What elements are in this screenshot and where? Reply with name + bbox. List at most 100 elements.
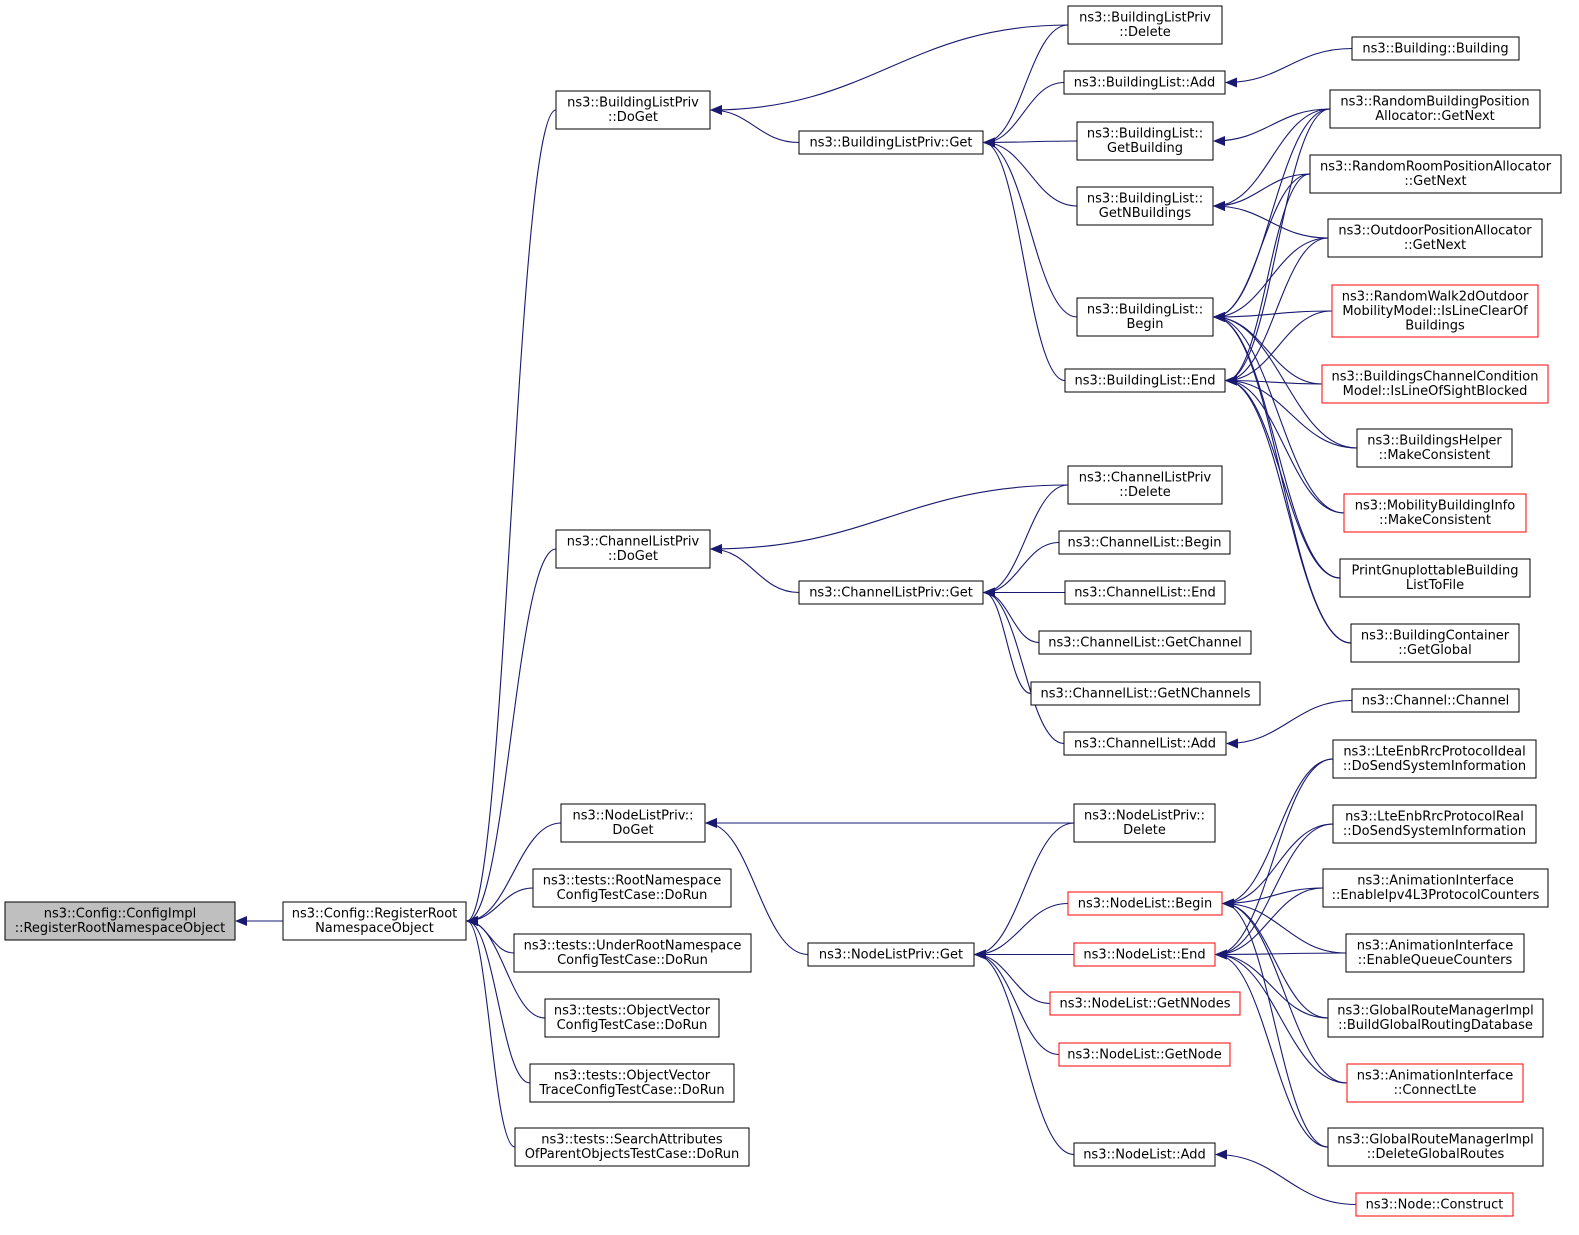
- node-label: ns3::ChannelList::Add: [1074, 736, 1216, 751]
- edge-layer: [235, 24, 1358, 1206]
- edge-rbpa-to-bl_getbuilding: [1213, 108, 1331, 146]
- node-reg[interactable]: ns3::Config::RegisterRootNamespaceObject: [282, 901, 467, 941]
- node-grm-delete[interactable]: ns3::GlobalRouteManagerImpl::DeleteGloba…: [1327, 1127, 1544, 1167]
- node-grm-build[interactable]: ns3::GlobalRouteManagerImpl::BuildGlobal…: [1327, 998, 1544, 1038]
- node-label: ::GetNext: [1404, 174, 1466, 189]
- node-label: MobilityModel::IsLineClearOf: [1342, 304, 1528, 319]
- edge-ai_ipv4-to-nl_begin: [1222, 887, 1324, 909]
- node-rbpa[interactable]: ns3::RandomBuildingPositionAllocator::Ge…: [1329, 89, 1541, 129]
- node-bl-getn[interactable]: ns3::BuildingList::GetNBuildings: [1076, 186, 1214, 226]
- edge-bh_mc-to-bl_end: [1225, 375, 1358, 449]
- node-label: ns3::NodeList::End: [1083, 947, 1205, 962]
- node-blp-delete[interactable]: ns3::BuildingListPriv::Delete: [1067, 5, 1223, 45]
- node-label: ns3::BuildingList::Add: [1074, 75, 1215, 90]
- edge-lte_real-to-nl_begin: [1222, 823, 1334, 909]
- node-box: [1322, 868, 1549, 908]
- node-bccm[interactable]: ns3::BuildingsChannelConditionModel::IsL…: [1321, 364, 1549, 404]
- node-bl-getbuilding[interactable]: ns3::BuildingList::GetBuilding: [1076, 121, 1214, 161]
- node-label: ns3::NodeList::GetNNodes: [1059, 996, 1230, 1011]
- edge-blp_doget-to-reg: [466, 109, 557, 926]
- node-label: ns3::Building::Building: [1362, 41, 1508, 56]
- edge-blp_delete-to-blp_doget: [710, 24, 1069, 115]
- node-lte-ideal[interactable]: ns3::LteEnbRrcProtocolIdeal::DoSendSyste…: [1332, 739, 1537, 779]
- node-box: [560, 803, 706, 843]
- node-label: ns3::NodeList::GetNode: [1067, 1047, 1222, 1062]
- node-blp-get[interactable]: ns3::BuildingListPriv::Get: [798, 130, 984, 155]
- node-nlp-get[interactable]: ns3::NodeListPriv::Get: [807, 942, 975, 967]
- node-label: Delete: [1123, 823, 1166, 838]
- node-opa[interactable]: ns3::OutdoorPositionAllocator::GetNext: [1327, 218, 1543, 258]
- node-ai-queue[interactable]: ns3::AnimationInterface::EnableQueueCoun…: [1345, 933, 1525, 973]
- node-label: ns3::BuildingList::: [1087, 192, 1203, 207]
- node-bl-add[interactable]: ns3::BuildingList::Add: [1063, 70, 1226, 95]
- node-box: [1064, 368, 1226, 393]
- node-lte-real[interactable]: ns3::LteEnbRrcProtocolReal::DoSendSystem…: [1332, 804, 1537, 844]
- node-cl-getchannel[interactable]: ns3::ChannelList::GetChannel: [1038, 630, 1252, 655]
- node-label: Model::IsLineOfSightBlocked: [1343, 384, 1528, 399]
- node-channel-ctor[interactable]: ns3::Channel::Channel: [1351, 688, 1520, 713]
- node-box: [1356, 428, 1513, 468]
- edge-blp_get-to-blp_doget: [710, 105, 800, 144]
- node-t-under[interactable]: ns3::tests::UnderRootNamespaceConfigTest…: [513, 933, 752, 973]
- node-box: [798, 130, 984, 155]
- node-rw2d[interactable]: ns3::RandomWalk2dOutdoorMobilityModel::I…: [1331, 284, 1539, 338]
- node-box: [1350, 623, 1520, 663]
- node-label: ::GetNext: [1404, 238, 1466, 253]
- node-nl-add[interactable]: ns3::NodeList::Add: [1073, 1142, 1216, 1167]
- node-t-objvectrace[interactable]: ns3::tests::ObjectVectorTraceConfigTestC…: [529, 1063, 735, 1103]
- node-box: [1073, 803, 1216, 843]
- edge-grm_delete-to-nl_begin: [1222, 898, 1329, 1148]
- node-bl-begin[interactable]: ns3::BuildingList::Begin: [1076, 297, 1214, 337]
- edge-bl_begin-to-blp_get: [983, 137, 1078, 318]
- node-clp-delete[interactable]: ns3::ChannelListPriv::Delete: [1067, 465, 1223, 505]
- node-bl-end[interactable]: ns3::BuildingList::End: [1064, 368, 1226, 393]
- node-cl-add[interactable]: ns3::ChannelList::Add: [1063, 731, 1227, 756]
- node-label: ::GetGlobal: [1398, 643, 1471, 658]
- node-label: PrintGnuplottableBuilding: [1351, 564, 1518, 579]
- node-bh-mc[interactable]: ns3::BuildingsHelper::MakeConsistent: [1356, 428, 1513, 468]
- node-box: [1346, 1063, 1524, 1103]
- node-rrpa[interactable]: ns3::RandomRoomPositionAllocator::GetNex…: [1309, 154, 1562, 194]
- node-ai-ipv4[interactable]: ns3::AnimationInterface::EnableIpv4L3Pro…: [1322, 868, 1549, 908]
- node-label: GetNBuildings: [1099, 206, 1192, 221]
- node-box: [1076, 297, 1214, 337]
- edge-pgb-to-bl_end: [1225, 375, 1341, 579]
- edge-clp_doget-to-reg: [466, 548, 557, 926]
- node-node-construct[interactable]: ns3::Node::Construct: [1355, 1192, 1514, 1217]
- node-nl-getn[interactable]: ns3::NodeList::GetNNodes: [1049, 991, 1241, 1016]
- node-t-search[interactable]: ns3::tests::SearchAttributesOfParentObje…: [514, 1127, 750, 1167]
- edge-t_objvectrace-to-reg: [466, 916, 531, 1084]
- node-cl-getn[interactable]: ns3::ChannelList::GetNChannels: [1030, 681, 1261, 706]
- node-box: [1063, 70, 1226, 95]
- node-box: [1343, 493, 1527, 533]
- node-clp-get[interactable]: ns3::ChannelListPriv::Get: [798, 580, 984, 605]
- node-box: [1339, 558, 1531, 598]
- node-label: ConfigTestCase::DoRun: [557, 888, 708, 903]
- node-cl-begin[interactable]: ns3::ChannelList::Begin: [1058, 530, 1231, 555]
- edge-opa-to-bl_end: [1225, 237, 1329, 386]
- node-cl-end[interactable]: ns3::ChannelList::End: [1064, 580, 1226, 605]
- node-ai-lte[interactable]: ns3::AnimationInterface::ConnectLte: [1346, 1063, 1524, 1103]
- edge-mbi_mc-to-bl_begin: [1213, 312, 1345, 514]
- node-nlp-doget[interactable]: ns3::NodeListPriv::DoGet: [560, 803, 706, 843]
- node-clp-doget[interactable]: ns3::ChannelListPriv::DoGet: [555, 529, 711, 569]
- node-root[interactable]: ns3::Config::ConfigImpl::RegisterRootNam…: [4, 901, 236, 941]
- node-label: ns3::ChannelListPriv: [1079, 471, 1212, 486]
- node-nl-end[interactable]: ns3::NodeList::End: [1073, 942, 1216, 967]
- node-mbi-mc[interactable]: ns3::MobilityBuildingInfo::MakeConsisten…: [1343, 493, 1527, 533]
- node-t-root[interactable]: ns3::tests::RootNamespaceConfigTestCase:…: [532, 868, 732, 908]
- node-nl-begin[interactable]: ns3::NodeList::Begin: [1067, 891, 1223, 916]
- node-bc-gg[interactable]: ns3::BuildingContainer::GetGlobal: [1350, 623, 1520, 663]
- node-nl-getnode[interactable]: ns3::NodeList::GetNode: [1058, 1042, 1231, 1067]
- node-blp-doget[interactable]: ns3::BuildingListPriv::DoGet: [555, 90, 711, 130]
- node-t-objvec[interactable]: ns3::tests::ObjectVectorConfigTestCase::…: [544, 998, 720, 1038]
- node-layer: ns3::Config::ConfigImpl::RegisterRootNam…: [4, 5, 1562, 1217]
- node-label: ListToFile: [1406, 578, 1464, 593]
- node-label: ns3::NodeListPriv::: [1084, 809, 1205, 824]
- node-label: ns3::RandomBuildingPosition: [1340, 95, 1529, 110]
- node-nlp-delete[interactable]: ns3::NodeListPriv::Delete: [1073, 803, 1216, 843]
- node-building-ctor[interactable]: ns3::Building::Building: [1351, 36, 1520, 61]
- node-box: [1332, 739, 1537, 779]
- node-label: ns3::Config::RegisterRoot: [292, 907, 458, 922]
